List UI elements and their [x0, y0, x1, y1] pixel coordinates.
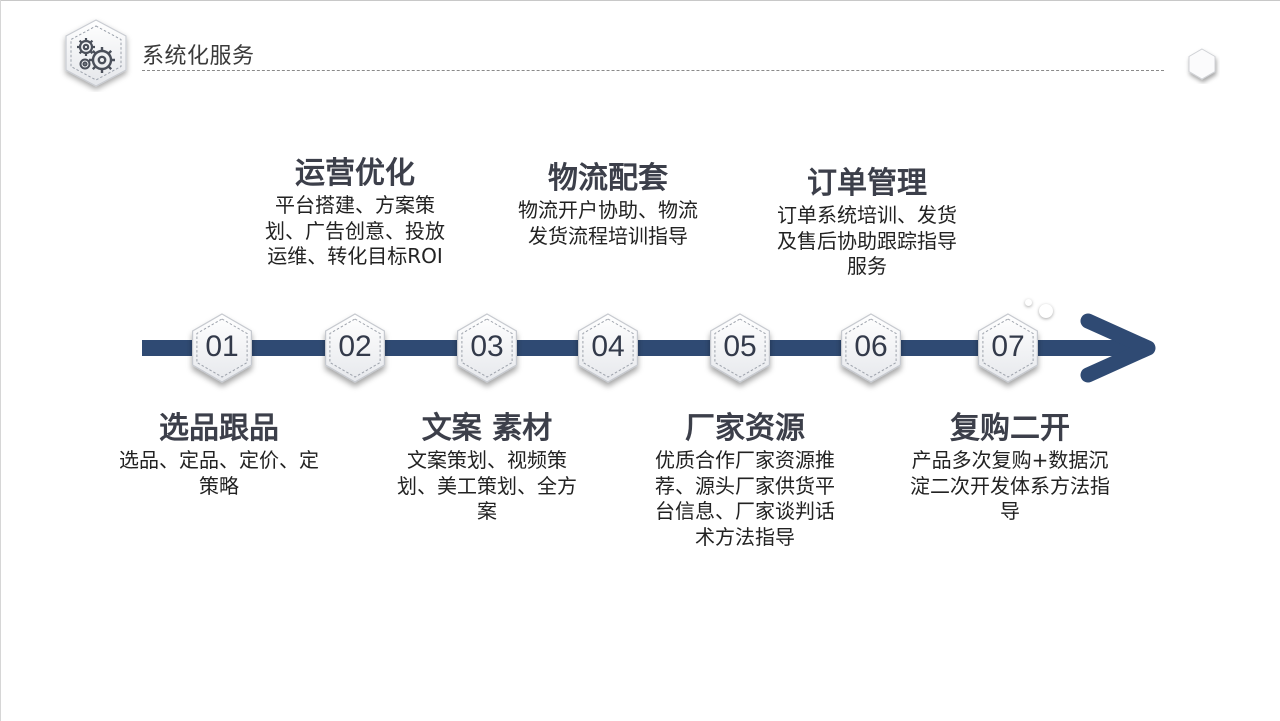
step-number-01: 01: [205, 330, 239, 363]
gears-icon: [65, 19, 127, 87]
step-hexagon-07: [977, 313, 1039, 383]
step-hexagon-04: [577, 313, 639, 383]
step-description: 平台搭建、方案策划、广告创意、投放运维、转化目标ROI: [265, 193, 445, 268]
step-block-07: 复购二开产品多次复购+数据沉淀二次开发体系方法指导: [910, 410, 1110, 525]
step-number-04: 04: [591, 330, 625, 363]
step-description: 文案策划、视频策划、美工策划、全方案: [397, 448, 577, 523]
page-title: 系统化服务: [142, 44, 255, 69]
step-number-06: 06: [854, 330, 888, 363]
step-number-05: 05: [723, 330, 757, 363]
step-description: 优质合作厂家资源推荐、源头厂家供货平台信息、厂家谈判话术方法指导: [655, 448, 835, 549]
step-title: 复购二开: [950, 411, 1070, 446]
step-hexagon-06: [840, 313, 902, 383]
step-title: 物流配套: [548, 161, 668, 196]
step-description: 选品、定品、定价、定策略: [119, 448, 319, 498]
step-number-03: 03: [470, 330, 504, 363]
step-block-01: 选品跟品选品、定品、定价、定策略: [119, 410, 319, 499]
frame-left-border: [0, 0, 1, 721]
frame-top-border: [0, 0, 1280, 1]
step-hexagon-03: [457, 313, 518, 383]
step-block-03: 文案 素材文案策划、视频策划、美工策划、全方案: [396, 410, 578, 525]
step-number-02: 02: [338, 330, 372, 363]
step-title: 文案 素材: [421, 411, 553, 446]
decor-bubble-large: [1039, 304, 1053, 318]
step-block-05: 厂家资源优质合作厂家资源推荐、源头厂家供货平台信息、厂家谈判话术方法指导: [654, 410, 836, 550]
arrow-head: [1080, 313, 1156, 383]
step-block-06: 订单管理订单系统培训、发货及售后协助跟踪指导服务: [776, 165, 958, 280]
step-description: 产品多次复购+数据沉淀二次开发体系方法指导: [910, 448, 1110, 523]
step-title: 选品跟品: [159, 411, 279, 446]
step-block-02: 运营优化平台搭建、方案策划、广告创意、投放运维、转化目标ROI: [264, 155, 446, 270]
step-title: 厂家资源: [685, 411, 805, 446]
step-hexagon-02: [325, 313, 385, 383]
step-title: 订单管理: [807, 166, 927, 201]
step-hexagon-05: [709, 313, 771, 383]
decor-bubble-small: [1025, 299, 1032, 306]
step-hexagon-01: [192, 313, 252, 383]
step-description: 订单系统培训、发货及售后协助跟踪指导服务: [777, 203, 957, 278]
step-description: 物流开户协助、物流发货流程培训指导: [518, 198, 698, 248]
step-number-07: 07: [991, 330, 1025, 363]
hexagon-ornament: [1188, 48, 1216, 80]
header-divider: [142, 70, 1164, 71]
step-block-04: 物流配套物流开户协助、物流发货流程培训指导: [517, 160, 699, 249]
step-title: 运营优化: [295, 156, 415, 191]
